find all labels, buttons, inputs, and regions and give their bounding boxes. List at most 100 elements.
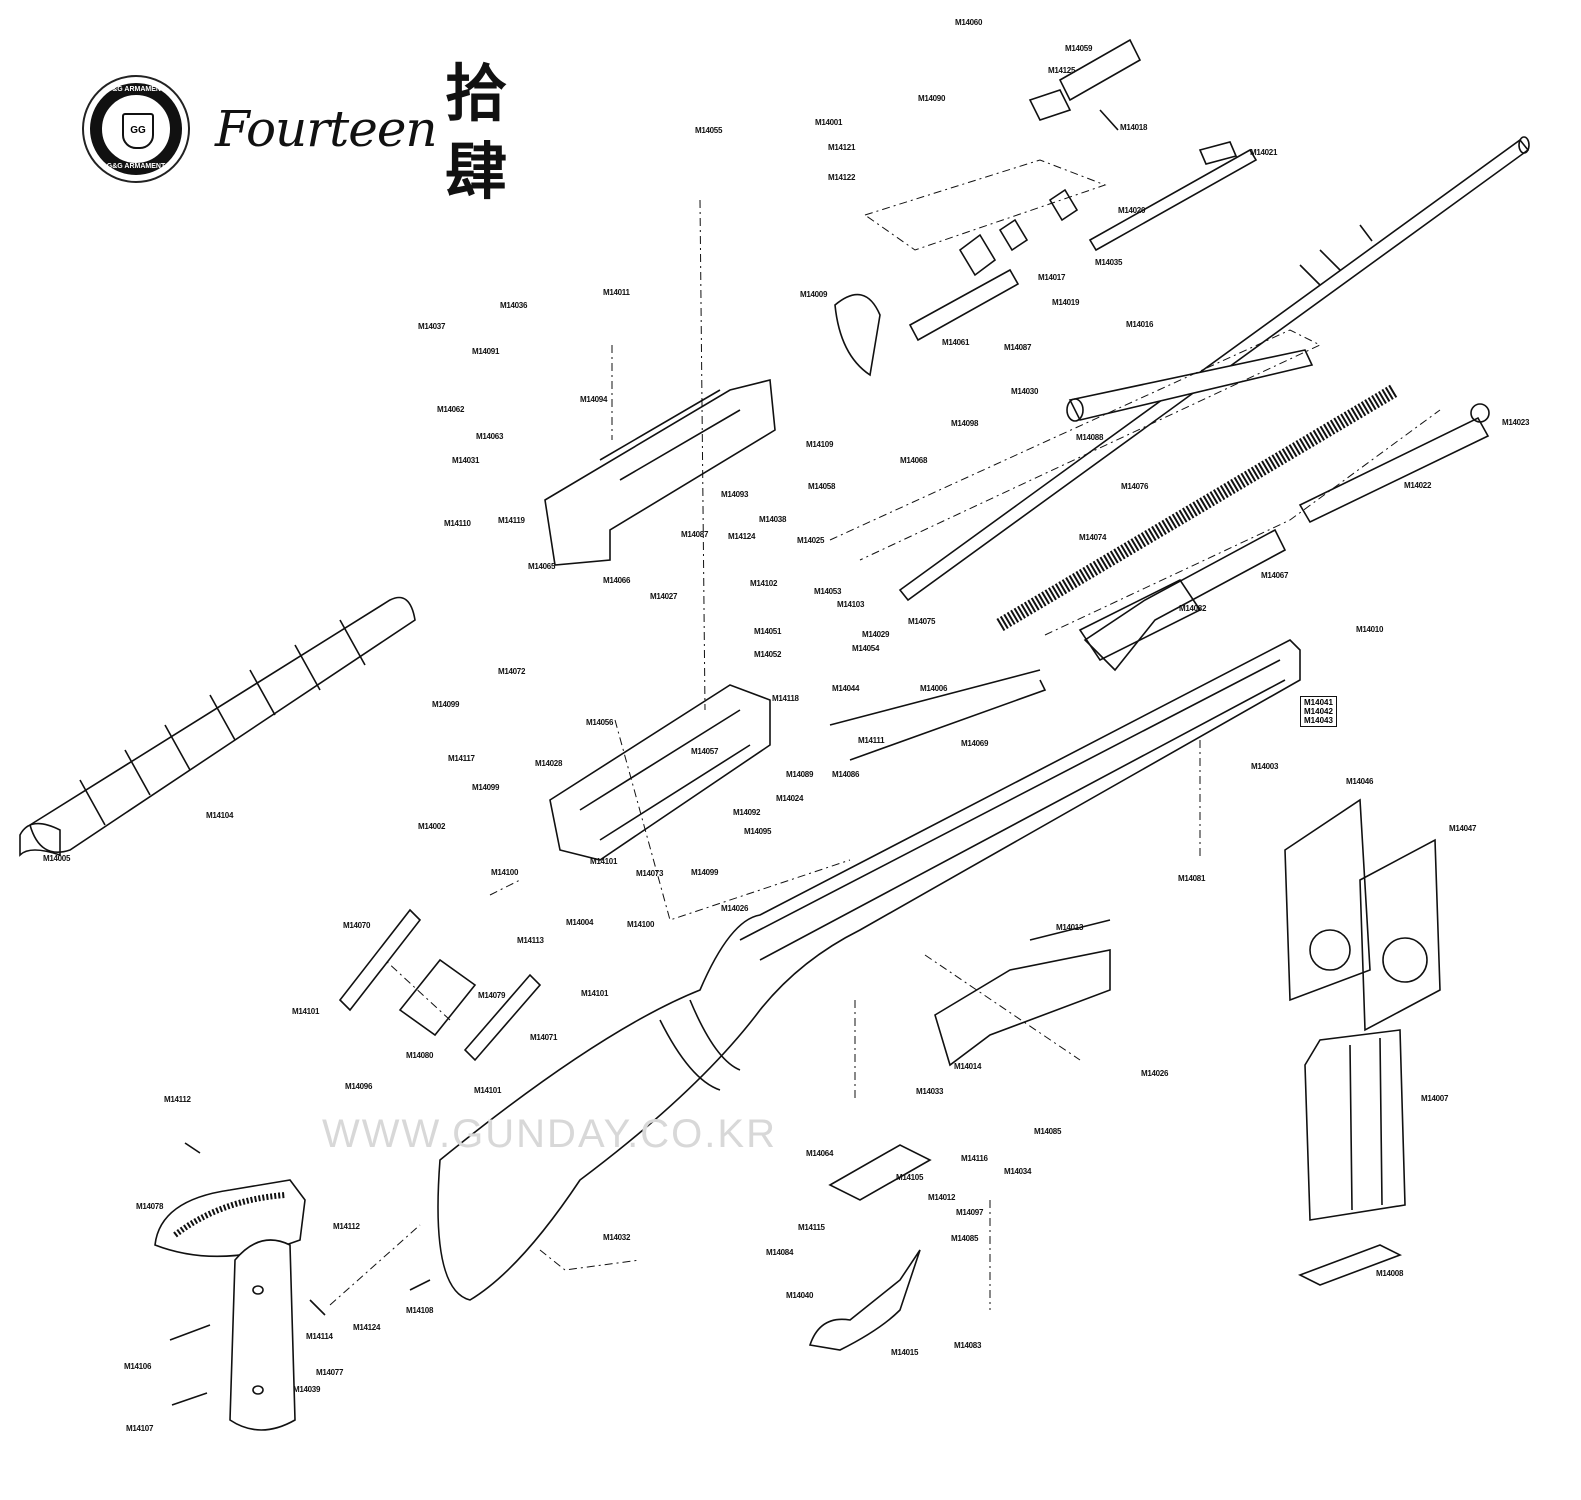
part-number-label: M14101 (474, 1086, 502, 1095)
part-number-label: M14122 (828, 173, 856, 182)
part-number-label: M14018 (1120, 123, 1148, 132)
part-number-label: M14104 (206, 811, 234, 820)
model-name-cjk: 拾肆 (445, 57, 508, 208)
part-number-label: M14113 (517, 936, 544, 945)
part-number-label: M14096 (345, 1082, 373, 1091)
part-number-label: M14084 (766, 1248, 794, 1257)
operating-rod-part (829, 669, 1047, 761)
part-number-label: M14088 (1076, 433, 1104, 442)
part-number-label: M14100 (627, 920, 655, 929)
part-number-label: M14078 (136, 1202, 164, 1211)
part-number-label: M14089 (786, 770, 814, 779)
model-name: Fourteen (215, 100, 438, 158)
part-number-label: M14034 (1004, 1167, 1032, 1176)
part-number-label: M14087 (681, 530, 709, 539)
part-number-label: M14106 (124, 1362, 152, 1371)
bolt-part (1083, 528, 1287, 672)
part-number-label: M14086 (832, 770, 860, 779)
part-number-label: M14083 (954, 1341, 982, 1350)
part-number-label: M14117 (448, 754, 475, 763)
part-number-label: M14114 (306, 1332, 333, 1341)
part-number-label: M14118 (772, 694, 799, 703)
part-number-label: M14063 (476, 432, 504, 441)
part-number-label: M14119 (498, 516, 525, 525)
part-number-label: M14010 (1356, 625, 1384, 634)
part-number-label: M14105 (896, 1173, 924, 1182)
part-number-label: M14001 (815, 118, 843, 127)
handguard-part (19, 596, 416, 857)
part-number-label: M14053 (814, 587, 842, 596)
part-number-label: M14054 (852, 644, 880, 653)
seal-text-bottom: G&G ARMAMENT (106, 163, 166, 170)
stock-set-label-box: M14041 M14042 M14043 (1300, 696, 1337, 727)
part-number-label: M14091 (472, 347, 500, 356)
part-number-label: M14016 (1126, 320, 1154, 329)
seal-shield-monogram: GG (122, 113, 154, 149)
part-number-label: M14031 (452, 456, 480, 465)
front-sight-part (834, 293, 881, 377)
spring-guide-tube-part (1298, 403, 1490, 524)
part-number-label: M14067 (1261, 571, 1289, 580)
part-number-label: M14115 (798, 1223, 825, 1232)
stock-part (437, 578, 1301, 1301)
part-number-label: M14109 (806, 440, 834, 449)
seal-text-top: G&G ARMAMENT (106, 86, 166, 93)
stock-set-label: M14041 (1304, 698, 1333, 707)
magazine-part (1298, 1029, 1406, 1286)
part-number-label: M14092 (733, 808, 761, 817)
part-number-label: M14015 (891, 1348, 919, 1357)
part-number-label: M14021 (1250, 148, 1278, 157)
part-number-label: M14058 (808, 482, 836, 491)
part-number-label: M14080 (406, 1051, 434, 1060)
part-number-label: M14051 (754, 627, 782, 636)
part-number-label: M14074 (1079, 533, 1107, 542)
part-number-label: M14100 (491, 868, 519, 877)
buttplate-part (154, 1179, 306, 1431)
trigger-group-parts (808, 919, 1111, 1351)
part-number-label: M14124 (728, 532, 756, 541)
part-number-label: M14014 (954, 1062, 982, 1071)
part-number-label: M14044 (832, 684, 860, 693)
part-number-label: M14110 (444, 519, 471, 528)
part-number-label: M14039 (293, 1385, 321, 1394)
part-number-label: M14009 (800, 290, 828, 299)
gas-cylinder-part (1028, 38, 1258, 252)
part-number-label: M14094 (580, 395, 608, 404)
part-number-label: M14077 (316, 1368, 344, 1377)
part-number-label: M14038 (759, 515, 787, 524)
part-number-label: M14099 (472, 783, 500, 792)
part-number-label: M14005 (43, 854, 71, 863)
part-number-label: M14061 (942, 338, 970, 347)
part-number-label: M14019 (1052, 298, 1080, 307)
selector-parts (338, 908, 542, 1062)
part-number-label: M14108 (406, 1306, 434, 1315)
part-number-label: M14047 (1449, 824, 1477, 833)
part-number-label: M14069 (961, 739, 989, 748)
part-number-label: M14102 (750, 579, 778, 588)
part-number-label: M14013 (1056, 923, 1084, 932)
part-number-label: M14059 (1065, 44, 1093, 53)
part-number-label: M14020 (1118, 206, 1146, 215)
part-number-label: M14004 (566, 918, 594, 927)
part-number-label: M14025 (797, 536, 825, 545)
part-number-label: M14007 (1421, 1094, 1449, 1103)
part-number-label: M14073 (636, 869, 664, 878)
part-number-label: M14037 (418, 322, 446, 331)
outer-barrel-part (1066, 349, 1314, 422)
part-number-label: M14071 (530, 1033, 558, 1042)
flash-hider-part (908, 188, 1079, 342)
part-number-label: M14097 (956, 1208, 984, 1217)
screws (169, 1142, 431, 1406)
part-number-label: M14060 (955, 18, 983, 27)
part-number-label: M14124 (353, 1323, 381, 1332)
part-number-label: M14103 (837, 600, 865, 609)
part-number-label: M14057 (691, 747, 719, 756)
part-number-label: M14081 (1178, 874, 1206, 883)
part-number-label: M14012 (928, 1193, 956, 1202)
part-number-label: M14066 (603, 576, 631, 585)
part-number-label: M14121 (828, 143, 856, 152)
part-number-label: M14026 (721, 904, 749, 913)
stock-set-label: M14043 (1304, 716, 1333, 725)
part-number-label: M14112 (164, 1095, 191, 1104)
part-number-label: M14079 (478, 991, 506, 1000)
